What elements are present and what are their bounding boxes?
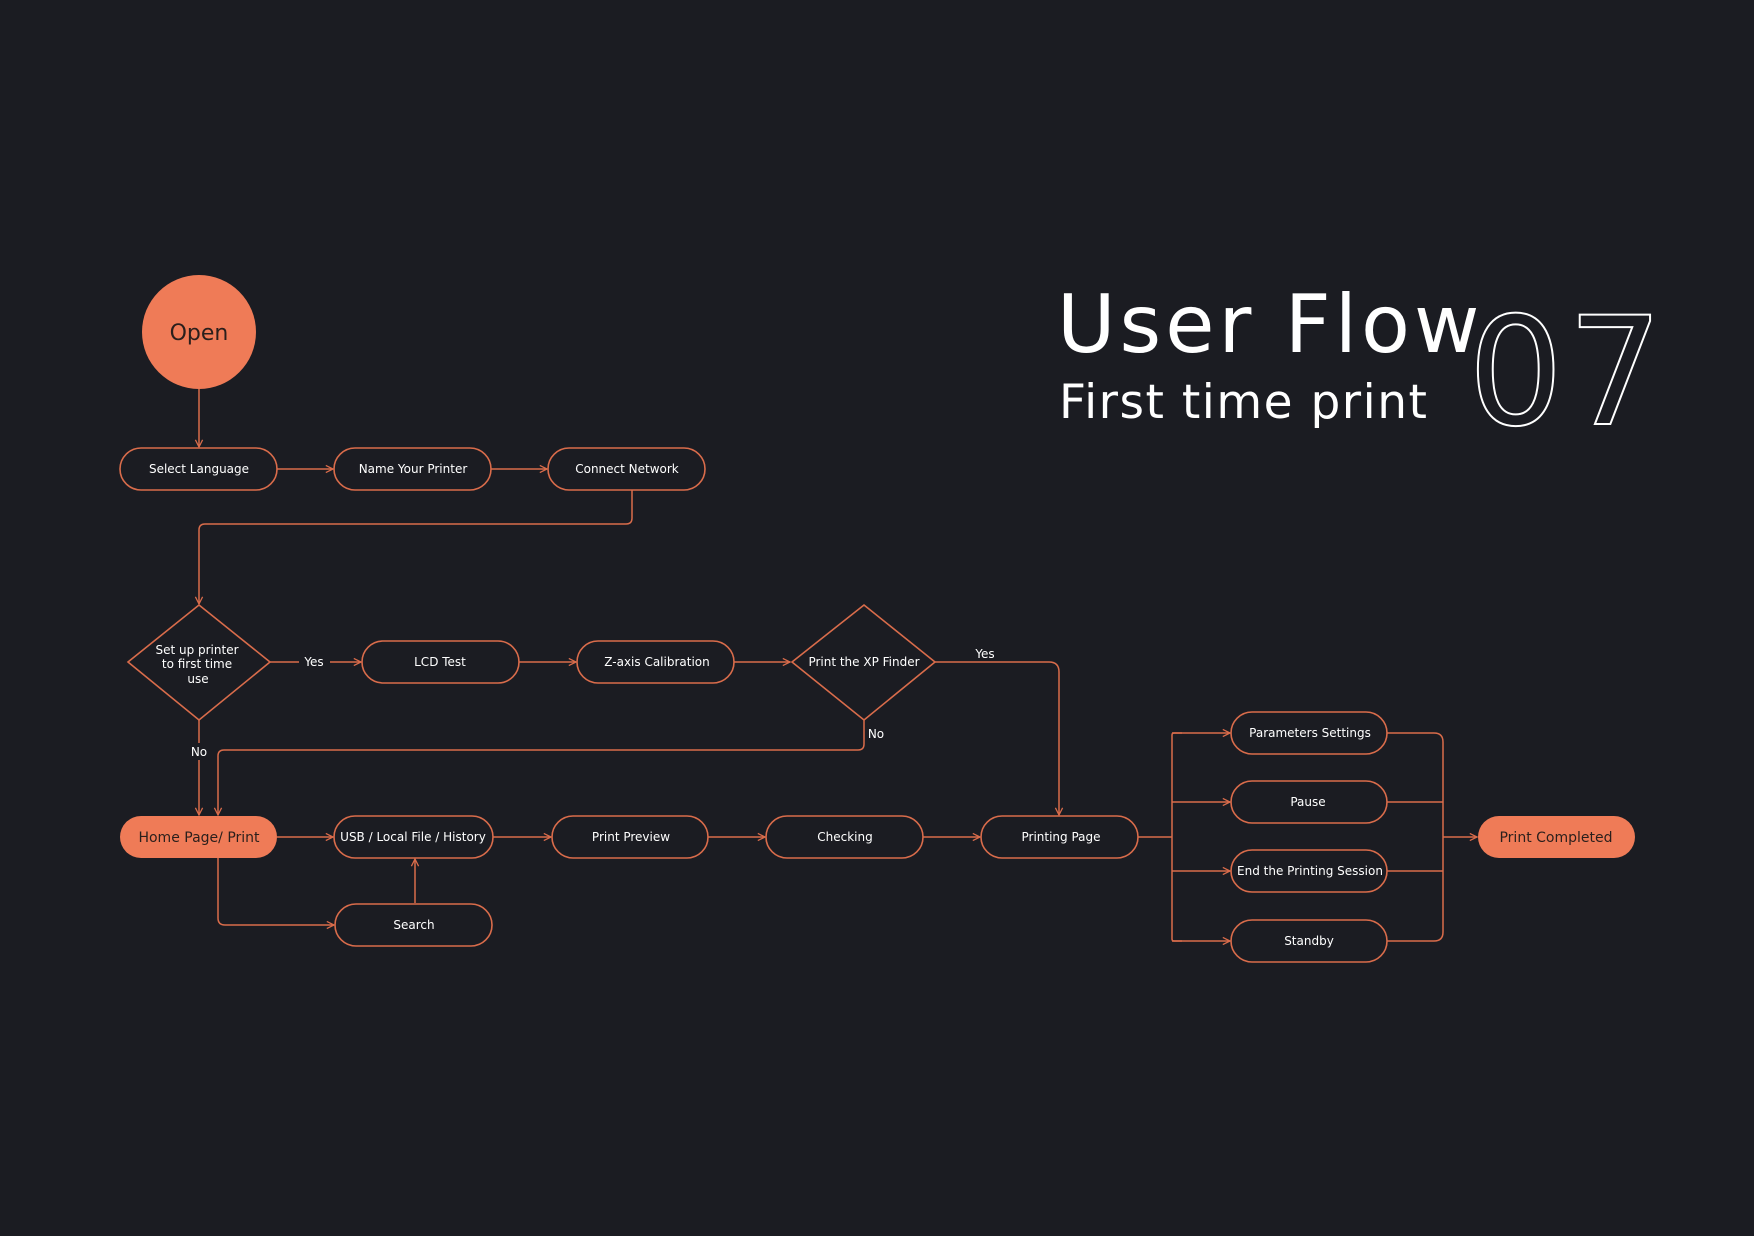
node-open: Open <box>142 275 256 389</box>
node-lcd-test-label: LCD Test <box>414 655 466 669</box>
edge-merge <box>1387 732 1444 942</box>
node-setup-label-line1: Set up printer <box>155 643 238 657</box>
edge-printing-branch <box>1138 732 1182 942</box>
node-setup-decision: Set up printer to first time use <box>126 603 272 722</box>
node-z-axis: Z-axis Calibration <box>576 640 735 684</box>
edge-label-setup-yes: Yes <box>303 655 323 669</box>
node-print-preview-label: Print Preview <box>592 830 670 844</box>
node-name-printer-label: Name Your Printer <box>359 462 468 476</box>
node-connect-network: Connect Network <box>547 447 706 491</box>
node-open-label: Open <box>170 321 229 346</box>
node-name-printer: Name Your Printer <box>333 447 492 491</box>
node-checking: Checking <box>765 815 924 859</box>
node-usb-local-label: USB / Local File / History <box>340 830 486 844</box>
edge-label-xp-yes: Yes <box>974 647 994 661</box>
node-pause: Pause <box>1230 780 1388 824</box>
node-xp-finder-decision: Print the XP Finder <box>790 603 937 722</box>
node-printing-page: Printing Page <box>980 815 1139 859</box>
node-home-page: Home Page/ Print <box>120 816 277 858</box>
node-print-completed: Print Completed <box>1478 816 1635 858</box>
section-number: 07 <box>1467 286 1667 460</box>
node-print-completed-label: Print Completed <box>1499 830 1612 846</box>
node-end-session: End the Printing Session <box>1230 849 1388 893</box>
edge-xp-no-home <box>218 720 865 815</box>
node-parameters-label: Parameters Settings <box>1249 726 1371 740</box>
node-printing-page-label: Printing Page <box>1021 830 1100 844</box>
node-search: Search <box>334 903 493 947</box>
page-subtitle: First time print <box>1059 375 1429 430</box>
node-setup-label-line2: to first time <box>162 657 232 671</box>
page-title: User Flow <box>1057 278 1484 371</box>
node-checking-label: Checking <box>817 830 872 844</box>
node-connect-network-label: Connect Network <box>575 462 679 476</box>
node-print-preview: Print Preview <box>551 815 709 859</box>
flow-heading: User Flow First time print <box>1057 278 1484 430</box>
node-usb-local: USB / Local File / History <box>333 815 494 859</box>
node-select-language: Select Language <box>119 447 278 491</box>
node-lcd-test: LCD Test <box>361 640 520 684</box>
node-home-page-label: Home Page/ Print <box>138 830 260 846</box>
node-standby-label: Standby <box>1284 934 1334 948</box>
node-xp-finder-label: Print the XP Finder <box>808 655 919 669</box>
edge-xp-yes-printing <box>935 661 1059 815</box>
node-search-label: Search <box>393 918 434 932</box>
node-setup-label-line3: use <box>187 672 208 686</box>
connectors <box>199 389 1477 941</box>
node-select-language-label: Select Language <box>149 462 249 476</box>
node-standby: Standby <box>1230 919 1388 963</box>
node-z-axis-label: Z-axis Calibration <box>604 655 710 669</box>
node-pause-label: Pause <box>1290 795 1325 809</box>
node-end-session-label: End the Printing Session <box>1237 864 1383 878</box>
edge-label-xp-no: No <box>868 727 884 741</box>
edge-label-setup-no: No <box>191 745 207 759</box>
node-parameters: Parameters Settings <box>1230 711 1388 755</box>
edge-connect-setup <box>199 490 633 604</box>
edge-home-search <box>217 858 334 925</box>
